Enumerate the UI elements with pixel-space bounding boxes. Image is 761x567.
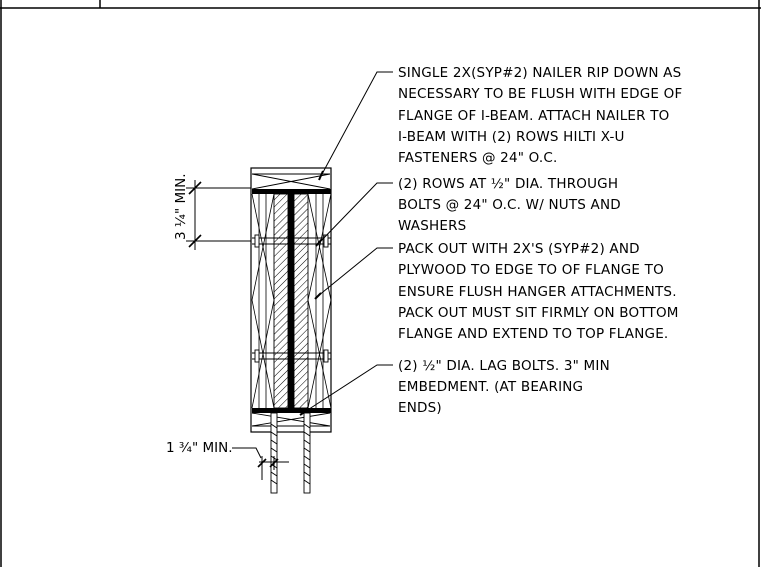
note-line: EMBEDMENT. (AT BEARING [398,379,583,395]
through-bolt-lower [252,349,331,363]
vertical-dimension [186,180,251,250]
note-line: ENSURE FLUSH HANGER ATTACHMENTS. [398,284,677,300]
note-line: I-BEAM WITH (2) ROWS HILTI X-U [398,129,625,145]
note-line: FLANGE OF I-BEAM. ATTACH NAILER TO [398,108,670,124]
note-line: PACK OUT WITH 2X'S (SYP#2) AND [398,241,640,257]
note-line: WASHERS [398,218,466,234]
packout-2x-right [307,193,332,409]
top-flange [252,189,331,194]
vertical-dimension-label: 3 ¼" MIN. [173,174,189,241]
packout-2x-left [251,193,275,409]
plywood-packout-right [293,193,309,409]
bottom-flange [252,408,331,413]
note-line: NECESSARY TO BE FLUSH WITH EDGE OF [398,86,682,102]
note-nailer: SINGLE 2X(SYP#2) NAILER RIP DOWN AS NECE… [398,65,682,166]
note-line: SINGLE 2X(SYP#2) NAILER RIP DOWN AS [398,65,681,81]
leader-through-bolts [318,182,393,244]
note-line: FLANGE AND EXTEND TO TOP FLANGE. [398,326,668,342]
note-line: (2) ½" DIA. LAG BOLTS. 3" MIN [398,358,610,374]
lag-bolt-right [303,412,311,494]
edge-dimension [232,447,289,480]
edge-dimension-label: 1 ¾" MIN. [166,440,233,456]
beam-section [250,167,332,494]
leaders [299,71,393,416]
note-line: (2) ROWS AT ½" DIA. THROUGH [398,176,618,192]
plywood-packout-left [273,193,289,409]
note-line: BOLTS @ 24" O.C. W/ NUTS AND [398,197,621,213]
i-beam-web [288,194,294,408]
note-line: PLYWOOD TO EDGE TO OF FLANGE TO [398,262,664,278]
note-lag-bolts: (2) ½" DIA. LAG BOLTS. 3" MIN EMBEDMENT.… [398,358,610,416]
leader-lag-bolts [302,364,393,414]
bottom-nailer [251,412,331,427]
note-packout: PACK OUT WITH 2X'S (SYP#2) AND PLYWOOD T… [398,241,679,342]
leader-nailer [320,71,393,177]
top-nailer [251,173,331,190]
lag-bolt-left [270,412,278,494]
note-through-bolts: (2) ROWS AT ½" DIA. THROUGH BOLTS @ 24" … [398,176,621,234]
note-line: PACK OUT MUST SIT FIRMLY ON BOTTOM [398,305,679,321]
leader-packout [317,247,393,297]
note-line: ENDS) [398,400,442,416]
note-line: FASTENERS @ 24" O.C. [398,150,558,166]
